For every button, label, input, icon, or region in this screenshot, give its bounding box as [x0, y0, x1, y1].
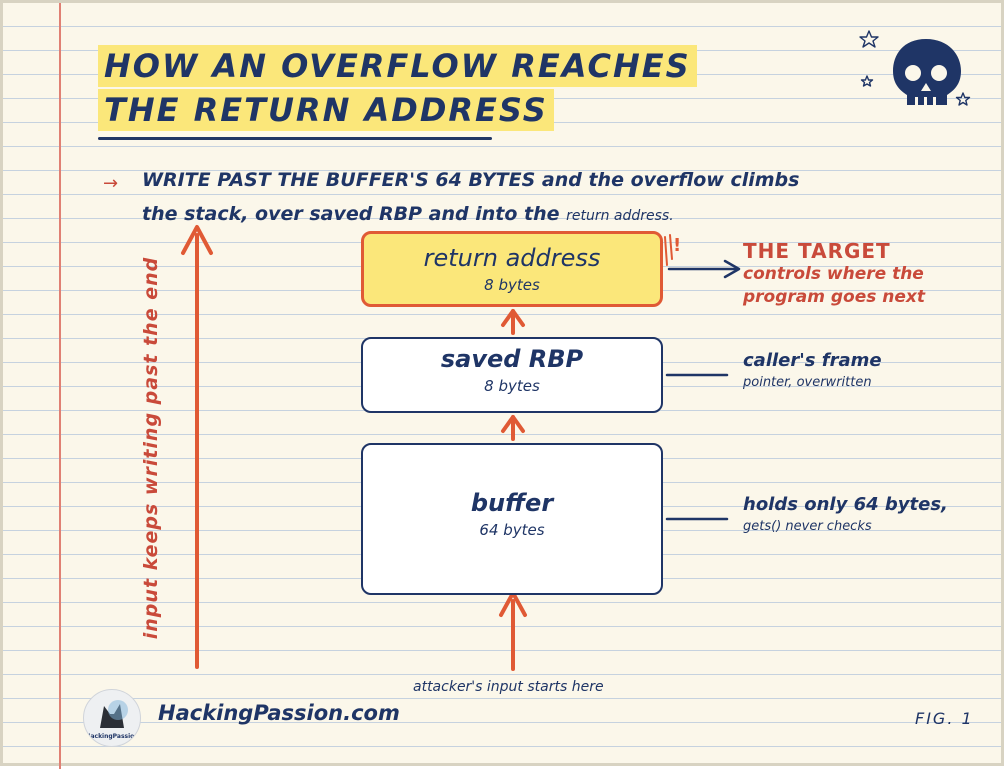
logo-text: HackingPassion — [85, 733, 138, 740]
star-icon — [955, 92, 971, 106]
stack-block-saved-rbp: saved RBP 8 bytes — [361, 337, 663, 413]
page-title: HOW AN OVERFLOW REACHES THE RETURN ADDRE… — [98, 45, 697, 133]
title-underline — [98, 137, 492, 140]
rbp-annotation-main: caller's frame — [743, 350, 882, 371]
site-link[interactable]: HackingPassion.com — [158, 701, 400, 725]
intro-text: WRITE PAST THE BUFFER'S 64 BYTES and the… — [142, 163, 799, 233]
buffer-annotation: holds only 64 bytes, gets() never checks — [743, 494, 948, 534]
figure-label: FIG. 1 — [915, 709, 974, 728]
block-label: buffer — [470, 489, 554, 517]
site-logo[interactable]: HackingPassion — [83, 689, 141, 747]
target-exclamation: ! — [673, 235, 682, 256]
rbp-annotation-sub: pointer, overwritten — [743, 375, 872, 390]
tick-mark-1 — [664, 236, 668, 266]
block-size: 8 bytes — [484, 377, 540, 395]
block-size: 8 bytes — [484, 276, 540, 294]
input-start-note: attacker's input starts here — [413, 679, 604, 695]
margin-line — [59, 3, 61, 769]
intro-line-2: the stack, over saved RBP and into the — [142, 203, 560, 225]
tick-mark-2 — [669, 234, 673, 260]
stack-block-buffer: buffer 64 bytes — [361, 443, 663, 595]
skull-icon — [893, 39, 961, 105]
rbp-annotation: caller's frame pointer, overwritten — [743, 350, 882, 390]
stack-block-return-address: return address 8 bytes — [361, 231, 663, 307]
buffer-annotation-sub: gets() never checks — [743, 519, 872, 534]
title-line-2: THE RETURN ADDRESS — [98, 89, 554, 131]
star-icon — [859, 30, 879, 48]
wolf-logo-icon: HackingPassion — [85, 700, 139, 740]
target-annotation: THE TARGET controls where the program go… — [743, 239, 925, 309]
target-arrow-head — [723, 259, 741, 279]
block-label: return address — [423, 244, 601, 272]
buf-rbp-arrow-head — [501, 415, 525, 433]
block-size: 64 bytes — [479, 521, 545, 539]
block-label: saved RBP — [440, 345, 584, 373]
long-arrow-head — [181, 225, 213, 255]
star-icon — [860, 75, 874, 87]
intro-arrow-icon: → — [103, 173, 119, 194]
rbp-ret-arrow-head — [501, 309, 525, 327]
target-title: THE TARGET — [743, 239, 891, 263]
title-line-1: HOW AN OVERFLOW REACHES — [98, 45, 697, 87]
vertical-note: input keeps writing past the end — [140, 256, 162, 640]
intro-line-2-small: return address. — [566, 208, 674, 224]
intro-line-1: WRITE PAST THE BUFFER'S 64 BYTES and the… — [142, 169, 800, 191]
buffer-annotation-main: holds only 64 bytes, — [743, 494, 948, 515]
target-desc-1: controls where the — [743, 264, 924, 284]
target-desc-2: program goes next — [743, 287, 926, 307]
